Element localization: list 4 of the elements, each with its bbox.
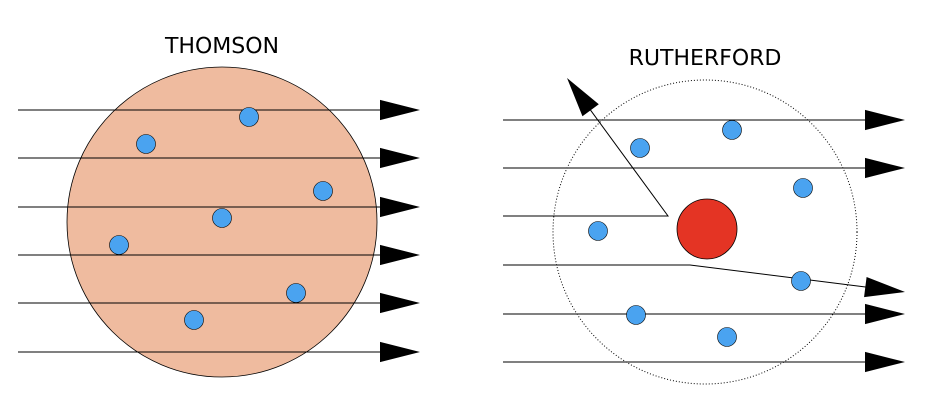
node-label: RUTHERFORD: [630, 48, 780, 66]
atom-model: THOMSON: [66, 36, 378, 378]
atom-model: RUTHERFORD: [552, 48, 858, 384]
node-label: THOMSON: [164, 36, 277, 54]
